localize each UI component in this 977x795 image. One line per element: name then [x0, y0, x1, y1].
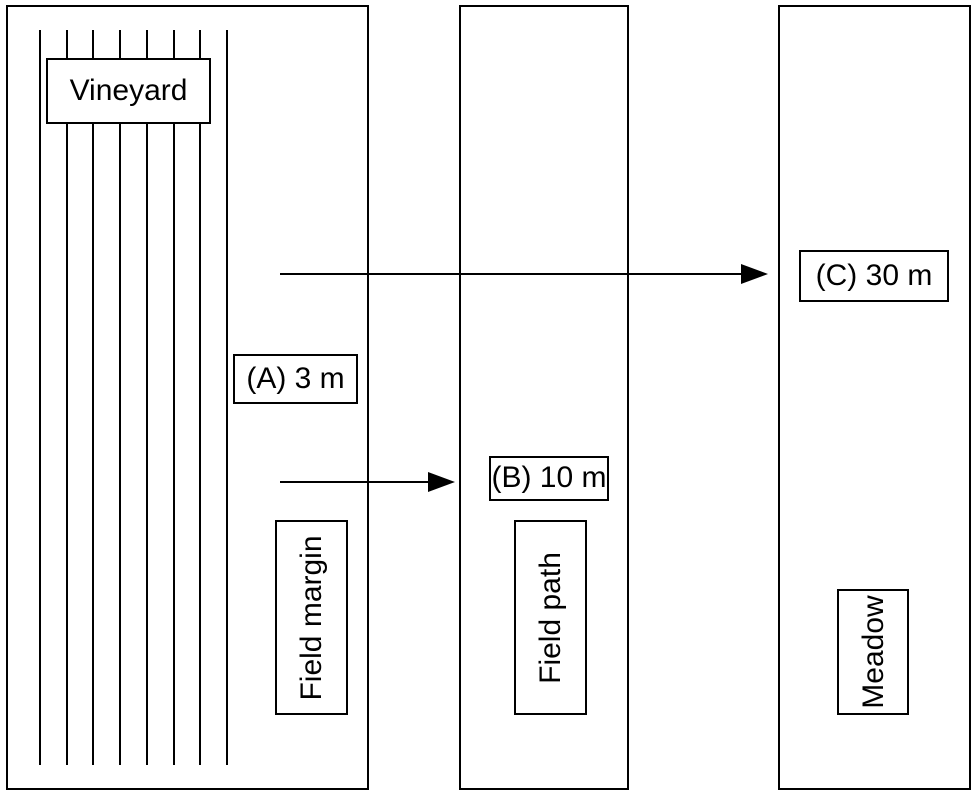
- vineyard-label-box: [46, 58, 211, 124]
- distance-c-text: (C) 30 m: [816, 259, 933, 292]
- distance-c-label: (C) 30 m: [799, 250, 949, 302]
- field-path-label: Field path: [514, 520, 587, 715]
- meadow-panel: [778, 5, 971, 790]
- field-path-text: Field path: [534, 552, 567, 684]
- distance-a-label: (A) 3 m: [233, 354, 358, 404]
- field-path-box: [514, 520, 587, 715]
- arrow-to-field-path: [280, 472, 455, 492]
- field-margin-text: Field margin: [295, 535, 328, 700]
- field-margin-box: [275, 520, 348, 715]
- distance-b-box: [489, 456, 609, 501]
- vineyard-label-text: Vineyard: [70, 74, 188, 107]
- meadow-text: Meadow: [857, 595, 890, 709]
- distance-a-box: [233, 354, 358, 404]
- vineyard-rows: [39, 30, 228, 765]
- arrow-to-field-path-head: [428, 472, 455, 492]
- distance-b-text: (B) 10 m: [491, 461, 606, 494]
- vineyard-label: Vineyard: [46, 58, 211, 124]
- meadow-box: [837, 589, 909, 715]
- arrow-to-meadow: [280, 264, 768, 284]
- arrow-to-meadow-head: [741, 264, 768, 284]
- meadow-label: Meadow: [837, 589, 909, 715]
- distance-b-label: (B) 10 m: [489, 456, 609, 501]
- field-margin-label: Field margin: [275, 520, 348, 715]
- distance-a-text: (A) 3 m: [246, 362, 344, 395]
- distance-c-box: [799, 250, 949, 302]
